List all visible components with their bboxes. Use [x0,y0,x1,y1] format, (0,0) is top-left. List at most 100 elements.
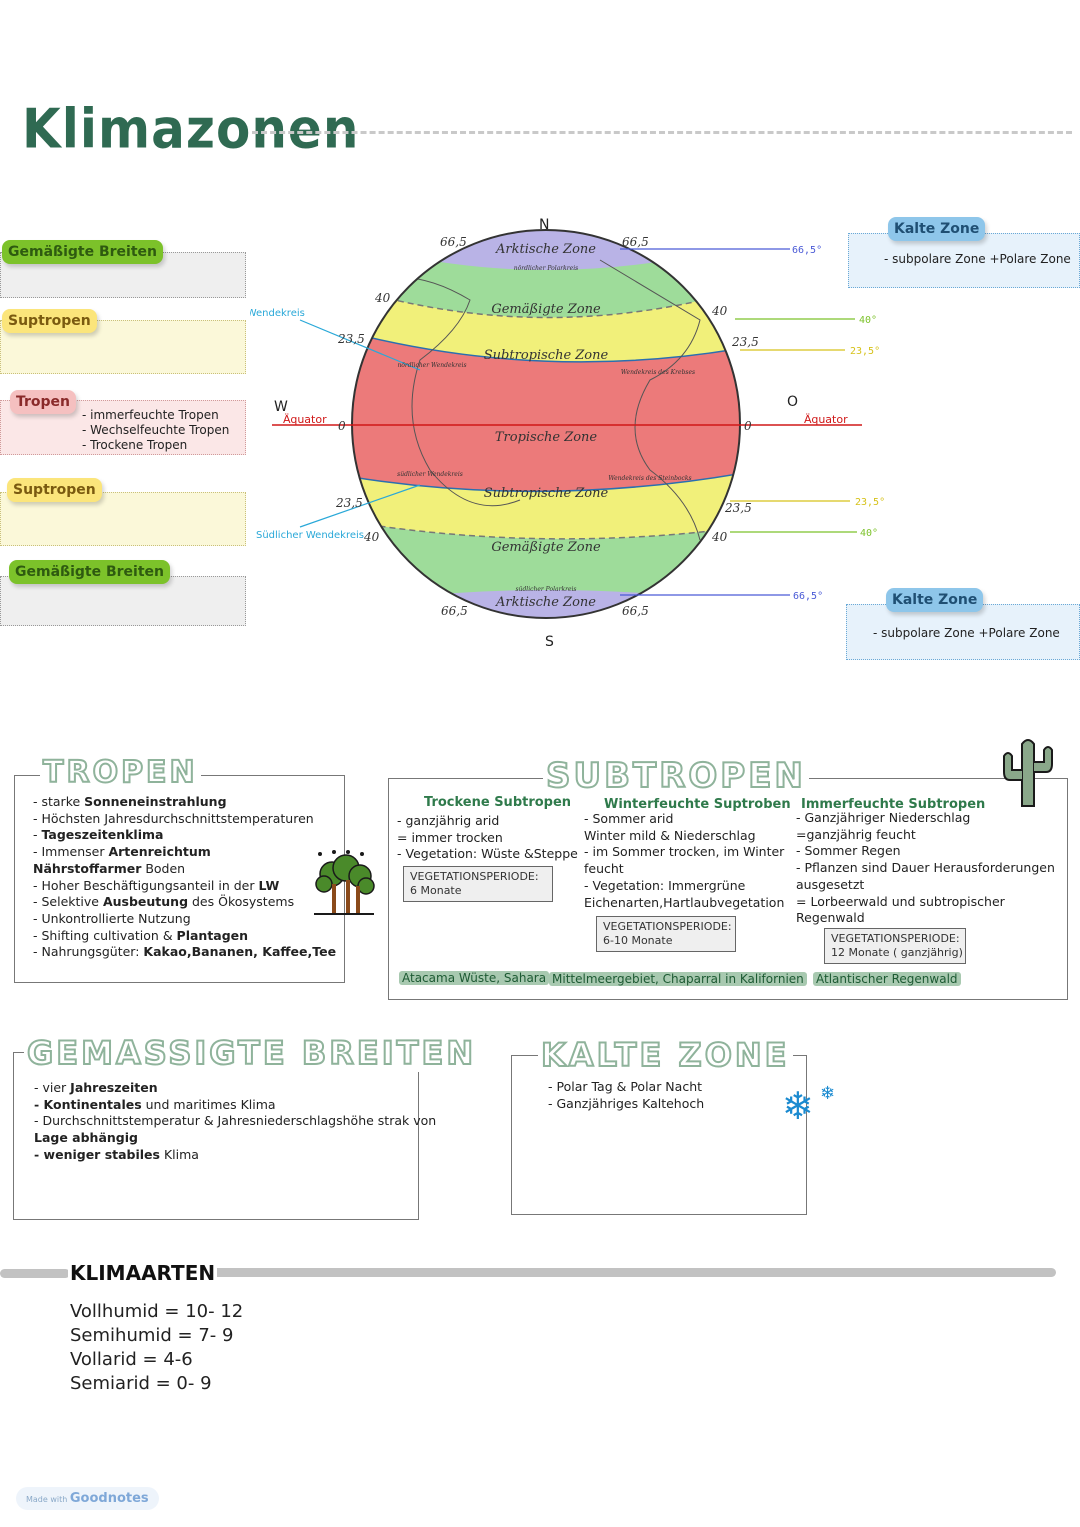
zone-label-gemaessigt-s: Gemäßigte Zone [491,540,601,555]
winter-veg-label: VEGETATIONSPERIODE: [603,920,732,933]
snowflake-icon: ❄ [782,1084,814,1128]
gemaessigt-line-4: Lage abhängig [34,1130,138,1146]
aequator-right: Äquator [804,413,848,426]
immer-line-4: - Pflanzen sind Dauer Herausforderungen [796,860,1055,876]
tropen-item-1: - immerfeuchte Tropen [82,408,219,422]
gemaessigt-line-1: - vier Jahreszeiten [34,1080,158,1095]
trocken-veg-value: 6 Monate [410,884,462,897]
kalte-top-text: - subpolare Zone +Polare Zone [884,252,1071,266]
winter-veg-value: 6-10 Monate [603,934,673,947]
deg-40-sw: 40 [363,530,380,544]
made-with-badge[interactable]: Made with Goodnotes [16,1487,159,1510]
goodnotes-brand: Goodnotes [69,1491,149,1506]
tropen-line-7: - Selektive Ausbeutung des Ökosystems [33,894,295,910]
nw-label: Nördlicher Wendekreis [250,308,305,319]
kalte-bottom-label: Kalte Zone [886,588,984,612]
tropen-line-5: Nährstoffarmer Boden [33,860,186,876]
compass-south: S [545,634,554,650]
gemaessigt-bottom-label: Gemäßigte Breiten [9,560,170,584]
polarkreis-n-label: nördlicher Polarkreis [514,265,578,272]
immer-heading: Immerfeuchte Subtropen [801,797,986,812]
made-with-text: Made with [26,1495,68,1504]
trocken-line-1: - ganzjährig arid [397,813,500,828]
right-66-s: 66,5° [793,591,823,602]
kalte-top-label: Kalte Zone [888,217,986,241]
deg-40-ne: 40 [711,304,728,318]
immer-veg-label: VEGETATIONSPERIODE: [831,932,960,945]
immer-veg-box: VEGETATIONSPERIODE: 12 Monate ( ganzjähr… [824,928,966,964]
zone-label-arktisch-s: Arktische Zone [495,595,596,610]
winter-line-2: Winter mild & Niederschlag [584,827,756,843]
kalte-bottom-box [846,604,1080,660]
cactus-icon [1003,739,1053,807]
klimaart-semihumid: Semihumid = 7- 9 [70,1325,234,1346]
winter-line-5: - Vegetation: Immergrüne [584,877,746,893]
polarkreis-s-label: südlicher Polarkreis [516,586,577,593]
zone-subtropic-north [352,285,740,362]
winter-line-6: Eichenarten,Hartlaubvegetation [584,894,785,910]
trocken-veg-box: VEGETATIONSPERIODE: 6 Monate [403,866,553,902]
deg-66-ne: 66,5 [622,235,649,249]
right-23-s: 23,5° [855,497,885,508]
rainforest-tree-icon [314,850,375,915]
tropen-line-9: - Shifting cultivation & Plantagen [33,927,249,943]
nw-line [299,319,421,371]
tropen-line-8: - Unkontrollierte Nutzung [33,910,191,926]
winter-example: Mittelmeergebiet, Chaparral in Kaliforni… [549,972,807,986]
small-snowflake-icon: ❄ [820,1083,836,1104]
immer-line-7: Regenwald [796,910,865,926]
kalte-bottom-text: - subpolare Zone +Polare Zone [873,626,1060,640]
wendekreis-s-right: Wendekreis des Steinbocks [608,475,691,482]
kalte-line-1: - Polar Tag & Polar Nacht [548,1079,703,1094]
immer-line-2: =ganzjährig feucht [796,826,916,842]
zone-subtropic-south [352,470,740,539]
kalte-title: KALTE ZONE [538,1035,793,1075]
deg-23-ne: 23,5 [731,335,759,349]
wendekreis-n-right: Wendekreis des Krebses [621,369,695,376]
zone-label-subtrop-s: Subtropische Zone [484,486,609,501]
tropen-line-1: - starke Sonneneinstrahlung [33,794,227,809]
sw-line [299,484,421,528]
gemaessigt-list: - vier Jahreszeiten - Kontinentales und … [34,1080,436,1164]
deg-0-e: 0 [744,419,752,433]
tropen-item-2: - Wechselfeuchte Tropen [82,423,230,437]
deg-0-w: 0 [338,419,346,433]
deg-40-nw: 40 [374,291,391,305]
immer-line-3: - Sommer Regen [796,843,901,859]
winter-line-4: feucht [584,861,624,877]
winter-list: - Sommer arid Winter mild & Niederschlag… [584,811,784,911]
tropen-line-10: - Nahrungsgüter: Kakao,Bananen, Kaffee,T… [33,944,337,960]
compass-west: W [274,399,288,415]
trocken-line-3: - Vegetation: Wüste &Steppe [397,846,578,862]
klimaart-vollhumid: Vollhumid = 10- 12 [70,1301,244,1322]
winter-heading: Winterfeuchte Suptroben [604,797,791,812]
deg-66-sw: 66,5 [441,604,468,618]
zone-label-tropisch: Tropische Zone [495,430,598,445]
klimaarten-bar-right [198,1268,1056,1277]
kalte-list: - Polar Tag & Polar Nacht - Ganzjähriges… [548,1079,704,1112]
aequator-left: Äquator [283,413,327,426]
deg-66-se: 66,5 [622,604,649,618]
immer-veg-value: 12 Monate ( ganzjährig) [831,946,963,959]
page-title: Klimazonen [22,97,360,161]
gemaessigt-title: GEMASSIGTE BREITEN [24,1033,480,1073]
zone-label-gemaessigt-n: Gemäßigte Zone [491,302,601,317]
immer-example: Atlantischer Regenwald [813,972,961,986]
right-66-n: 66,5° [792,245,822,256]
immer-list: - Ganzjähriger Niederschlag =ganzjährig … [796,810,1055,927]
deg-40-se: 40 [711,530,728,544]
gemaessigt-line-3: - Durchschnittstemperatur & Jahresnieder… [34,1113,437,1129]
klimaart-vollarid: Vollarid = 4-6 [70,1349,193,1370]
zone-label-subtrop-n: Subtropische Zone [484,348,609,363]
tropen-list: - starke Sonneneinstrahlung - Höchsten J… [33,794,336,961]
compass-east: O [787,394,798,410]
tropen-line-4: - Immenser Artenreichtum [33,844,211,860]
gemaessigt-line-2: - Kontinentales und maritimes Klima [34,1096,276,1112]
tropen-line-6: - Hoher Beschäftigungsanteil in der LW [33,877,280,893]
trocken-heading: Trockene Subtropen [424,795,572,810]
suptropen-bottom-label: Suptropen [7,478,102,502]
tropen-line-3: - Tageszeitenklima [33,827,164,843]
winter-line-3: - im Sommer trocken, im Winter [584,844,785,860]
trocken-line-2: = immer trocken [397,829,503,845]
klimaarten-title: KLIMAARTEN [68,1261,218,1285]
